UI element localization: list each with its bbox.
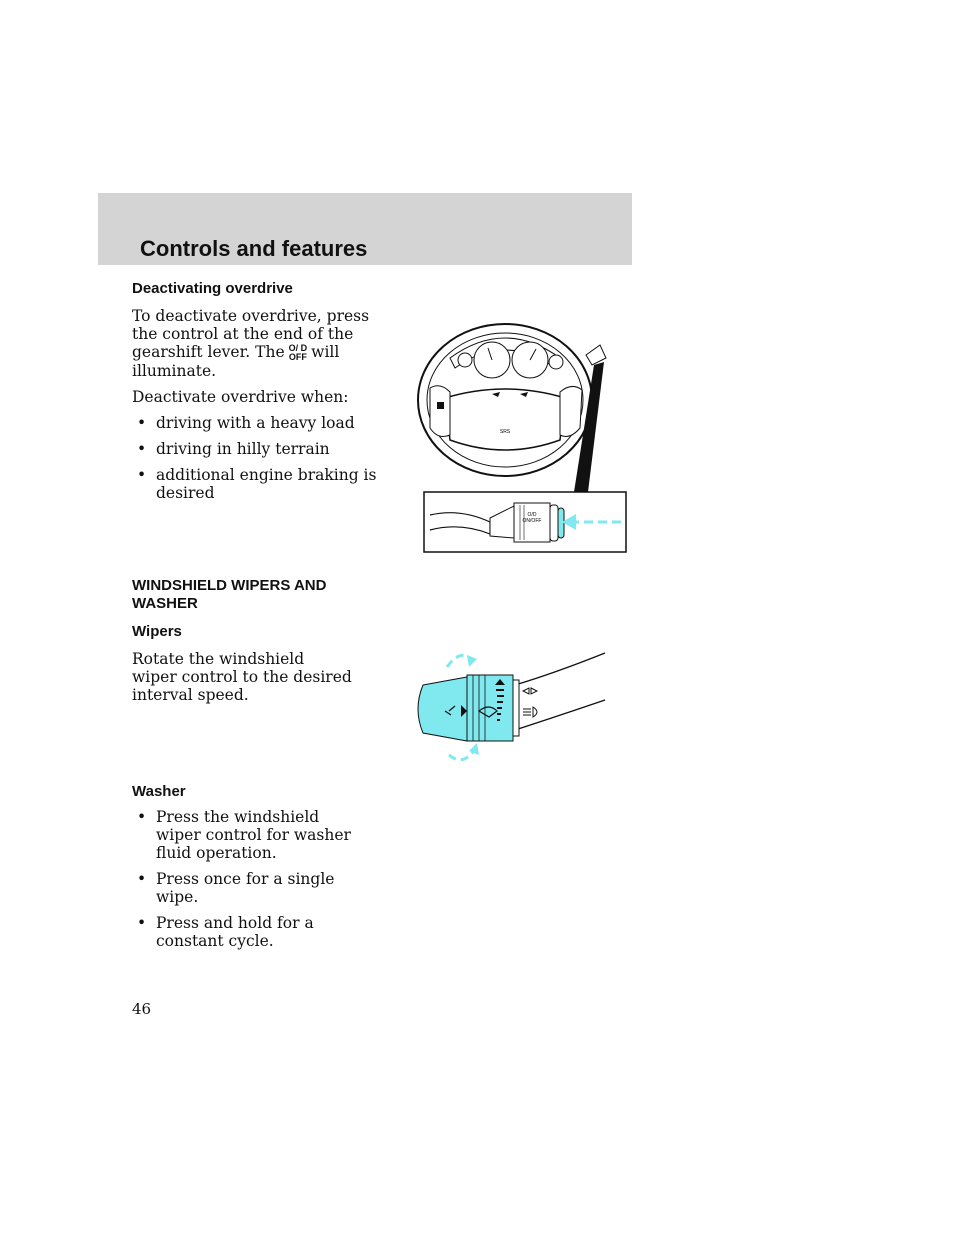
page-number: 46	[132, 1000, 152, 1018]
right-control-pad	[559, 386, 583, 437]
bullet-text: additional engine braking is desired	[156, 466, 377, 502]
bullet-text: Press and hold for a constant cycle.	[156, 914, 314, 950]
wipers-text: Rotate the windshield wiper control to t…	[132, 650, 352, 704]
header-band	[98, 193, 632, 265]
bullet-text: Press once for a single wipe.	[156, 870, 335, 906]
washer-bullet: •Press and hold for a constant cycle.	[137, 914, 314, 950]
bullet-text: Press the windshield wiper control for w…	[156, 808, 351, 862]
washer-bullet: •Press once for a single wipe.	[137, 870, 335, 906]
od-button-label-top: O/D	[528, 512, 537, 518]
washer-heading: Washer	[132, 783, 186, 800]
overdrive-text-1: To deactivate overdrive, press the contr…	[132, 307, 370, 361]
overdrive-section: Deactivating overdrive To deactivate ove…	[132, 280, 377, 502]
wipers-section-heading-1: WINDSHIELD WIPERS AND	[132, 577, 327, 594]
overdrive-heading: Deactivating overdrive	[132, 280, 293, 297]
steering-wheel-hub	[444, 388, 566, 451]
gearshift-lever	[574, 362, 604, 492]
bullet-text: driving in hilly terrain	[156, 440, 330, 458]
od-icon-bottom: OFF	[288, 352, 307, 362]
washer-symbol-icon	[444, 705, 456, 716]
od-button-cap	[557, 507, 565, 539]
overdrive-bullet: •driving with a heavy load	[137, 414, 355, 432]
od-button-label-bottom: ON/OFF	[523, 518, 542, 524]
wiper-knob-cap	[417, 676, 468, 742]
wiper-illustration	[417, 652, 606, 762]
left-control-pad	[429, 385, 451, 437]
washer-section: Washer •Press the windshield wiper contr…	[132, 783, 377, 950]
wipers-section: WINDSHIELD WIPERS AND WASHER Wipers Rota…	[132, 577, 377, 704]
od-button	[549, 504, 559, 542]
overdrive-paragraph: To deactivate overdrive, press the contr…	[132, 307, 377, 380]
overdrive-bullet: •additional engine braking is desired	[137, 466, 377, 502]
push-arrow-head	[562, 514, 576, 530]
page-title: Controls and features	[140, 236, 368, 261]
parking-lamp-icon	[521, 687, 539, 695]
bullet-text: driving with a heavy load	[156, 414, 355, 432]
overdrive-illustration: SRS O/D ON/OFF	[417, 323, 627, 553]
srs-label: SRS	[500, 429, 511, 435]
od-icon-top: O/ D	[288, 343, 308, 353]
overdrive-bullet: •driving in hilly terrain	[137, 440, 330, 458]
wipers-section-heading-2: WASHER	[132, 595, 198, 612]
wipers-heading: Wipers	[132, 623, 182, 640]
headlamp-icon	[523, 706, 538, 718]
washer-bullet: •Press the windshield wiper control for …	[137, 808, 351, 862]
wiper-knob-ring	[466, 674, 514, 742]
gearshift-knob	[585, 344, 607, 366]
wiper-symbol-icon	[477, 706, 498, 718]
overdrive-text-2: will illuminate.	[132, 343, 340, 380]
overdrive-when-label: Deactivate overdrive when:	[132, 388, 349, 406]
interval-arrow-icon	[461, 705, 467, 717]
